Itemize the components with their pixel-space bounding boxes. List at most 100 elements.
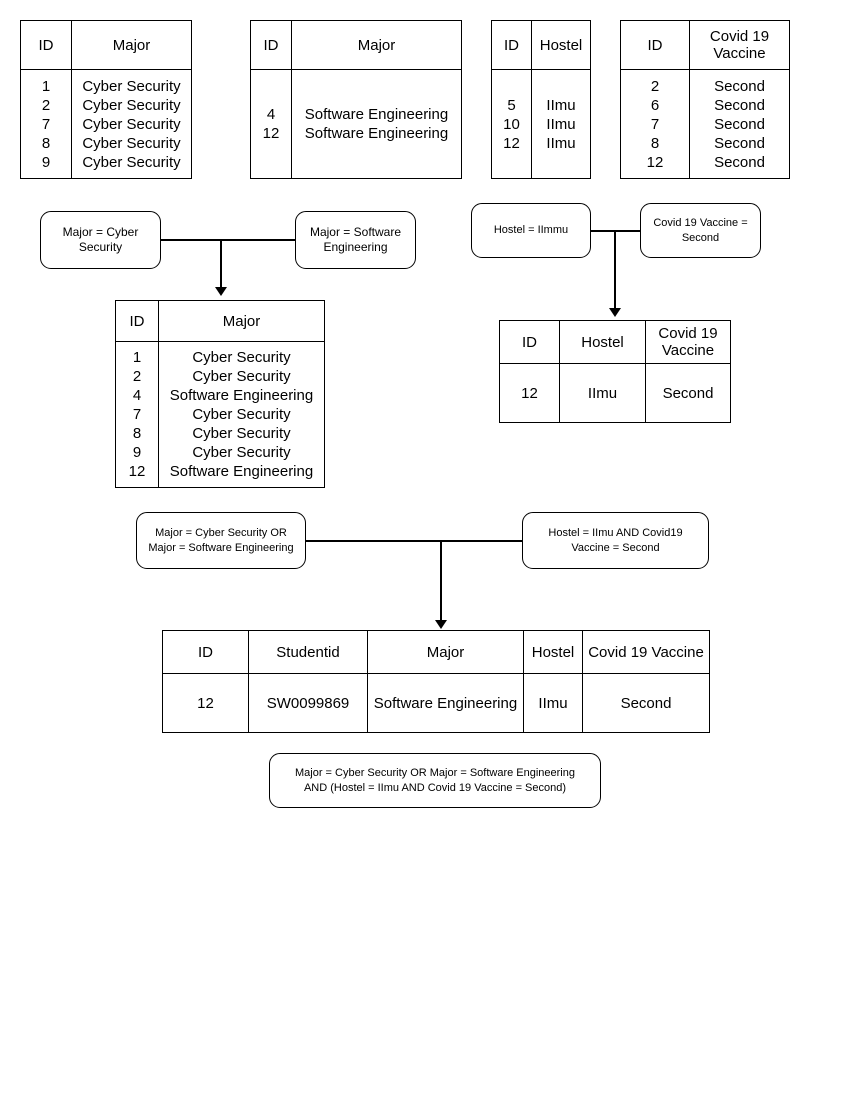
connector-line-final-horizontal <box>306 540 523 542</box>
cell-value: Cyber Security <box>192 368 291 385</box>
cell-value: 1 <box>132 349 142 366</box>
arrowhead-major-union <box>215 287 227 296</box>
column-header-major: Major <box>367 630 524 674</box>
column-header-id: ID <box>250 20 292 70</box>
cell-value: Cyber Security <box>192 349 291 366</box>
table-row: 12 IImu Second <box>499 363 731 423</box>
cell-value: 8 <box>132 425 142 442</box>
cell-vaccine-column: Second Second Second Second Second <box>689 69 790 179</box>
cell-value: Cyber Security <box>82 153 181 171</box>
column-header-id: ID <box>115 300 159 342</box>
header-line: Vaccine <box>713 45 766 62</box>
hostel-vaccine-result-table: ID Hostel Covid 19 Vaccine 12 IImu Secon… <box>499 320 731 423</box>
condition-box-covid-vaccine: Covid 19 Vaccine = Second <box>640 203 761 258</box>
cell-value: 7 <box>41 115 51 133</box>
cell-value: Second <box>714 77 765 95</box>
cell-value: Second <box>714 115 765 133</box>
header-line: Covid 19 <box>709 28 770 45</box>
cell-value: 12 <box>646 153 664 171</box>
column-header-studentid: Studentid <box>248 630 368 674</box>
cell-value: Cyber Security <box>82 77 181 95</box>
cell-value: Second <box>714 134 765 152</box>
column-header-covid-vaccine: Covid 19 Vaccine <box>689 20 790 70</box>
table-row: 5 10 12 IImu IImu IImu <box>491 69 591 179</box>
column-header-id: ID <box>20 20 72 70</box>
column-header-covid-vaccine: Covid 19 Vaccine <box>645 320 731 364</box>
condition-text: Hostel = IImmu <box>493 224 569 236</box>
column-header-covid-vaccine: Covid 19 Vaccine <box>582 630 710 674</box>
table-row: 1 2 4 7 8 9 12 Cyber Security Cyber Secu… <box>115 341 325 488</box>
condition-box-major-cyber-security: Major = Cyber Security <box>40 211 161 269</box>
cell-value: IImu <box>546 115 576 133</box>
cell-value: Second <box>714 96 765 114</box>
covid-vaccine-table: ID Covid 19 Vaccine 2 6 7 8 12 <box>620 20 790 179</box>
cell-id: 12 <box>499 363 560 423</box>
table-row: 1 2 7 8 9 Cyber Security Cyber Security … <box>20 69 192 179</box>
cell-major-column: Software Engineering Software Engineerin… <box>291 69 462 179</box>
cell-value: 8 <box>41 134 51 152</box>
cell-value: 4 <box>132 387 142 404</box>
column-header-hostel: Hostel <box>531 20 591 70</box>
column-header-major: Major <box>291 20 462 70</box>
condition-text: Major = Cyber Security <box>62 225 139 254</box>
cell-value: 2 <box>650 77 660 95</box>
cell-value: 7 <box>650 115 660 133</box>
cell-value: Cyber Security <box>192 406 291 423</box>
cell-value: IImu <box>546 96 576 114</box>
connector-line-final-vertical <box>440 540 442 622</box>
cell-id-column: 1 2 7 8 9 <box>20 69 72 179</box>
cell-value: Software Engineering <box>169 387 314 404</box>
table-row: 4 12 Software Engineering Software Engin… <box>250 69 462 179</box>
cell-value: Software Engineering <box>304 106 449 123</box>
table-header-row: ID Major <box>115 300 325 342</box>
connector-line-hostel-vertical <box>614 230 616 310</box>
column-header-major: Major <box>158 300 325 342</box>
cell-hostel-column: IImu IImu IImu <box>531 69 591 179</box>
column-header-id: ID <box>620 20 690 70</box>
cell-id-column: 1 2 4 7 8 9 12 <box>115 341 159 488</box>
cell-value: Software Engineering <box>169 463 314 480</box>
column-header-hostel: Hostel <box>559 320 646 364</box>
cell-value: Cyber Security <box>192 444 291 461</box>
condition-box-hostel: Hostel = IImmu <box>471 203 591 258</box>
column-header-id: ID <box>499 320 560 364</box>
cell-hostel: IImu <box>559 363 646 423</box>
cell-value: 2 <box>41 96 51 114</box>
cell-value: Second <box>714 153 765 171</box>
final-result-table: ID Studentid Major Hostel Covid 19 Vacci… <box>162 630 710 733</box>
table-header-row: ID Hostel <box>491 20 591 70</box>
cell-value: 1 <box>41 77 51 95</box>
cell-value: Cyber Security <box>82 134 181 152</box>
arrowhead-hostel-vaccine <box>609 308 621 317</box>
arrowhead-final-result <box>435 620 447 629</box>
connector-line-major-vertical <box>220 239 222 289</box>
cell-id-column: 2 6 7 8 12 <box>620 69 690 179</box>
condition-text: Covid 19 Vaccine = Second <box>653 216 748 244</box>
cell-value: 4 <box>266 106 276 123</box>
cell-value: 10 <box>503 115 520 133</box>
major-union-result-table: ID Major 1 2 4 7 8 9 12 Cyber Security C… <box>115 300 325 488</box>
condition-text: Major = Cyber Security OR Major = Softwa… <box>294 766 575 794</box>
cell-id: 12 <box>162 673 249 733</box>
column-header-id: ID <box>162 630 249 674</box>
table-header-row: ID Hostel Covid 19 Vaccine <box>499 320 731 364</box>
connector-line-major-horizontal <box>161 239 296 241</box>
cell-major-column: Cyber Security Cyber Security Cyber Secu… <box>71 69 192 179</box>
cell-value: 9 <box>132 444 142 461</box>
cell-value: Software Engineering <box>304 125 449 142</box>
condition-box-final-expression: Major = Cyber Security OR Major = Softwa… <box>269 753 601 808</box>
column-header-major: Major <box>71 20 192 70</box>
column-header-hostel: Hostel <box>523 630 583 674</box>
table-row: 12 SW0099869 Software Engineering IImu S… <box>162 673 710 733</box>
cell-value: 8 <box>650 134 660 152</box>
cell-vaccine: Second <box>582 673 710 733</box>
cell-value: 2 <box>132 368 142 385</box>
condition-text: Hostel = IImu AND Covid19 Vaccine = Seco… <box>548 526 683 554</box>
cell-value: 12 <box>128 463 146 480</box>
cell-value: Cyber Security <box>82 96 181 114</box>
table-header-row: ID Studentid Major Hostel Covid 19 Vacci… <box>162 630 710 674</box>
table-header-row: ID Major <box>20 20 192 70</box>
condition-box-major-or: Major = Cyber Security OR Major = Softwa… <box>136 512 306 569</box>
cell-major: Software Engineering <box>367 673 524 733</box>
